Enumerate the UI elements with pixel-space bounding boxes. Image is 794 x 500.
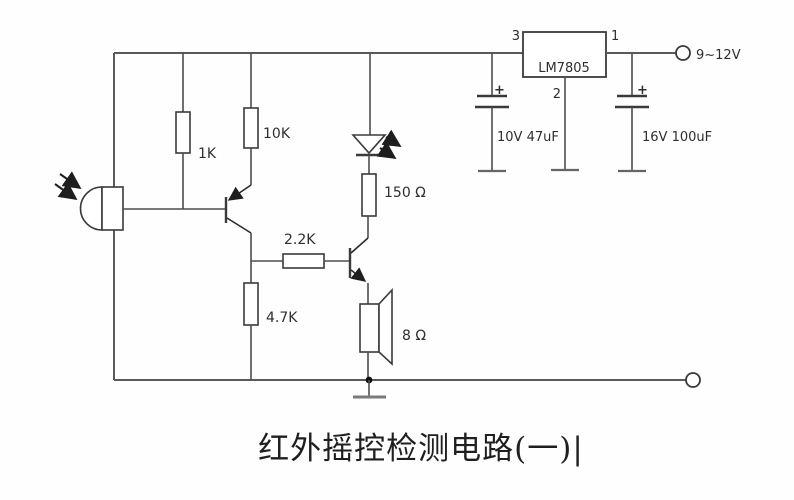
- resistor-r3: 150 Ω: [361, 173, 426, 238]
- resistor-r2-label: 10K: [263, 126, 291, 142]
- incoming-ir-light-arrows-icon: [54, 171, 82, 201]
- capacitor-output: + 16V 100uF: [615, 53, 712, 173]
- resistor-r1-label: 1K: [198, 146, 217, 162]
- led: [351, 53, 387, 174]
- regulator-pin3-label: 3: [512, 29, 520, 44]
- regulator-pin1-label: 1: [611, 29, 619, 44]
- speaker-label: 8 Ω: [402, 328, 426, 344]
- resistor-r4-label: 2.2K: [284, 232, 316, 248]
- diagram-title: 红外摇控检测电路(一)|: [258, 431, 584, 467]
- resistor-r3-label: 150 Ω: [384, 185, 426, 201]
- capacitor-input: + 10V 47uF: [475, 53, 559, 173]
- capacitor-output-polarity: +: [637, 83, 648, 98]
- resistor-r4: 2.2K: [251, 232, 349, 269]
- speaker: 8 Ω: [359, 287, 426, 380]
- transistor-q2: [348, 237, 369, 304]
- power-terminal-label: 9~12V: [696, 48, 741, 63]
- resistor-r5-label: 4.7K: [266, 310, 298, 326]
- ground-symbol: [353, 376, 386, 399]
- capacitor-input-label: 10V 47uF: [497, 130, 559, 145]
- bottom-right-terminal: [685, 372, 701, 388]
- resistor-r5: 4.7K: [243, 261, 298, 380]
- resistor-r1: 1K: [175, 53, 217, 209]
- capacitor-input-polarity: +: [494, 83, 505, 98]
- regulator-name-label: LM7805: [538, 61, 590, 76]
- voltage-regulator-lm7805: LM7805 3 1 2: [512, 29, 619, 172]
- led-light-arrows-icon: [376, 129, 402, 159]
- resistor-r2: 10K: [243, 53, 291, 185]
- power-input-terminal: 9~12V: [675, 45, 741, 63]
- regulator-pin2-label: 2: [553, 87, 561, 102]
- transistor-q1: [224, 184, 252, 261]
- ir-receiver: [79, 186, 226, 231]
- capacitor-output-label: 16V 100uF: [642, 130, 712, 145]
